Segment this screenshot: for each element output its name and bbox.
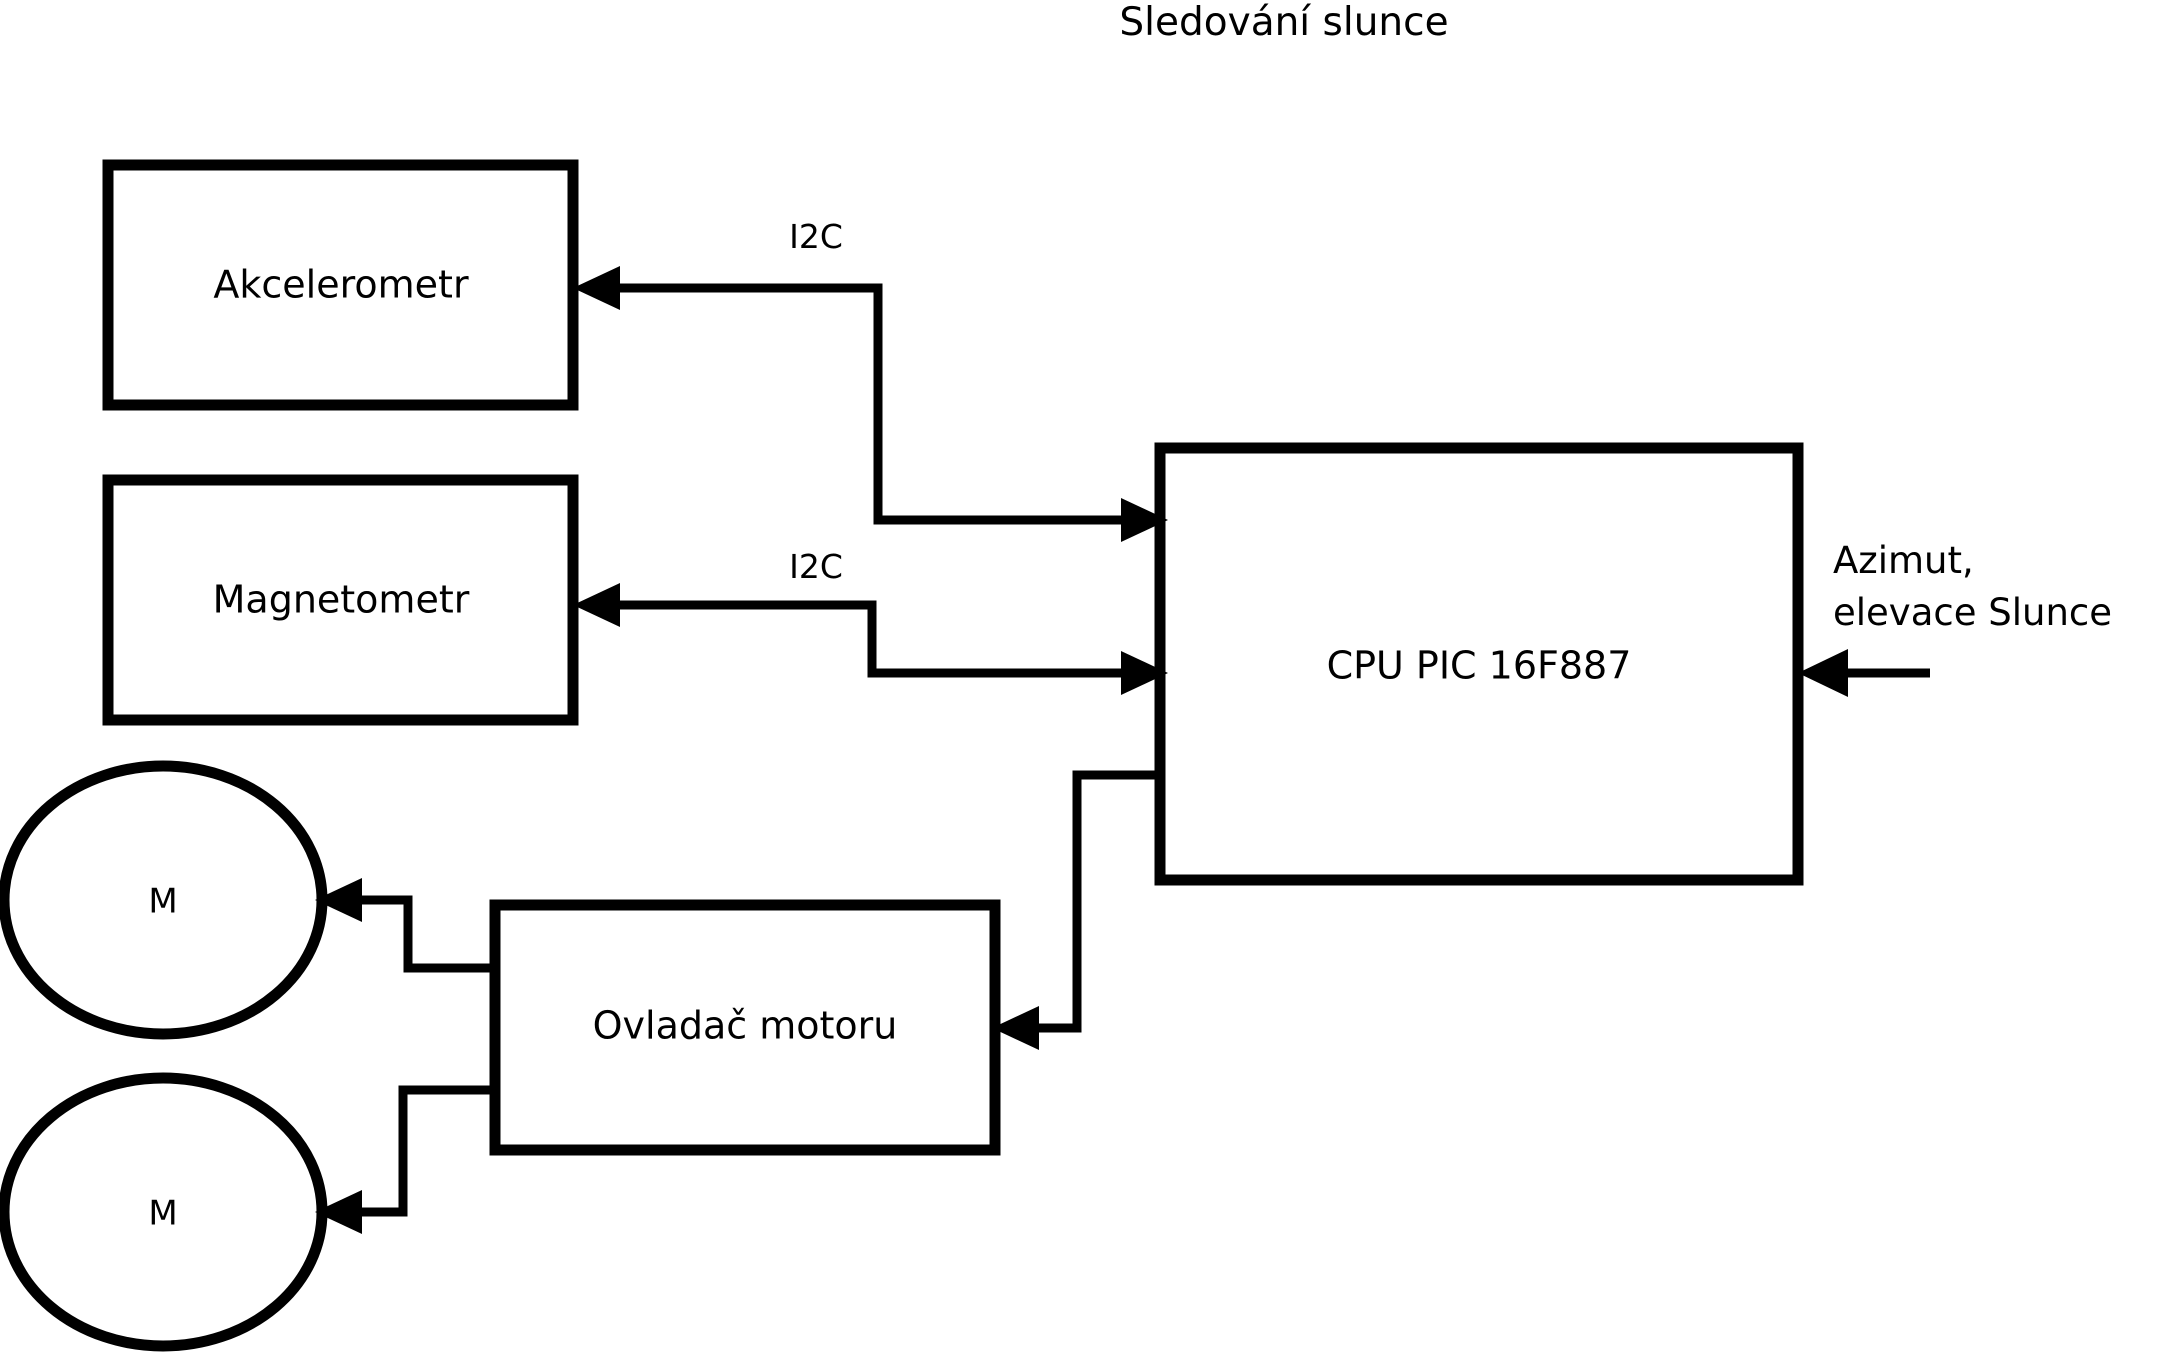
cpu-box[interactable] (1154, 442, 1804, 886)
connector-cpu-to-accelerometer: I2C (573, 217, 1168, 542)
arrow-head-into-motor-top (315, 878, 362, 922)
connector-motor-driver-motor-bottom-path (350, 1085, 495, 1217)
connector-motor-driver-motor-top-path (350, 895, 495, 973)
arrow-head-into-cpu-external (1798, 649, 1848, 697)
external-input-label-line2: elevace Slunce (1833, 591, 2112, 634)
arrow-head-into-motor-bottom (315, 1190, 362, 1234)
arrow-head-into-magnetometer (573, 583, 620, 627)
node-motor-driver[interactable]: Ovladač motoru (489, 899, 1001, 1156)
connector-motor-driver-to-motor-top (315, 878, 495, 973)
motor-top-label: M (148, 882, 177, 922)
magnetometer-label: Magnetometr (213, 578, 470, 622)
node-accelerometer[interactable]: Akcelerometr (102, 159, 579, 411)
connector-cpu-to-magnetometer: I2C (573, 547, 1168, 695)
node-cpu[interactable]: CPU PIC 16F887 (1154, 442, 1804, 886)
magnetometer-box[interactable] (102, 474, 579, 726)
arrow-head-into-cpu-from-accelerometer (1121, 498, 1168, 542)
connector-motor-driver-to-motor-bottom (315, 1085, 495, 1234)
cpu-label: CPU PIC 16F887 (1327, 644, 1632, 688)
connector-cpu-accelerometer-path (605, 283, 1160, 525)
external-input-label-line1: Azimut, (1833, 539, 1974, 582)
accelerometer-box[interactable] (102, 159, 579, 411)
node-motor-bottom[interactable]: M (0, 1072, 328, 1352)
node-magnetometer[interactable]: Magnetometr (102, 474, 579, 726)
page-title: Sledování slunce (1119, 0, 1448, 45)
motor-bottom-label: M (148, 1194, 177, 1234)
connector-cpu-magnetometer-path (605, 600, 1160, 678)
arrow-head-into-cpu-from-magnetometer (1121, 651, 1168, 695)
accelerometer-label: Akcelerometr (213, 263, 469, 307)
edge-label-i2c-magnetometer: I2C (789, 547, 843, 586)
arrow-head-into-accelerometer (573, 266, 620, 310)
connector-cpu-to-motor-driver (992, 770, 1160, 1050)
motor-driver-label: Ovladač motoru (593, 1004, 898, 1048)
node-motor-top[interactable]: M (0, 760, 328, 1040)
external-input-azimut-elevace: Azimut, elevace Slunce (1798, 539, 2112, 697)
edge-label-i2c-accelerometer: I2C (789, 217, 843, 256)
arrow-head-into-motor-driver (992, 1006, 1039, 1050)
connector-cpu-motor-driver-path (1028, 770, 1160, 1033)
